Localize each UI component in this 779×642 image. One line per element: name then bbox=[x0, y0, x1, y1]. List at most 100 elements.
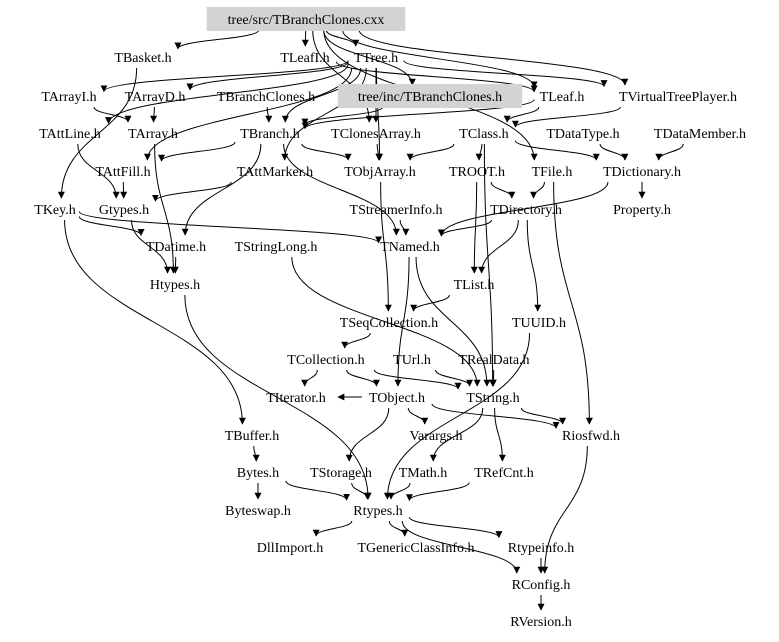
node-tbranchclones[interactable]: TBranchClones.h bbox=[217, 90, 315, 105]
node-tcollection[interactable]: TCollection.h bbox=[287, 353, 364, 368]
edge-tobject-to-tstorage bbox=[345, 407, 390, 462]
node-tobject[interactable]: TObject.h bbox=[369, 391, 425, 406]
highlight-box bbox=[206, 7, 406, 31]
node-bytes[interactable]: Bytes.h bbox=[237, 466, 279, 481]
node-label: TMath.h bbox=[399, 466, 448, 481]
edge-tbranch-to-tobjarray bbox=[301, 143, 352, 161]
node-tattline[interactable]: TAttLine.h bbox=[39, 127, 100, 142]
node-tattmarker[interactable]: TAttMarker.h bbox=[237, 165, 313, 180]
edge-rtypes-to-tgenericclassinfo bbox=[388, 520, 409, 537]
node-gtypes[interactable]: Gtypes.h bbox=[99, 203, 149, 218]
node-tstorage[interactable]: TStorage.h bbox=[310, 466, 372, 481]
node-tarray[interactable]: TArray.h bbox=[128, 127, 178, 142]
node-tdatamember[interactable]: TDataMember.h bbox=[654, 127, 746, 142]
node-tstring[interactable]: TString.h bbox=[466, 391, 519, 406]
edge-tarray-to-htypes bbox=[154, 143, 177, 274]
node-label: TBuffer.h bbox=[225, 429, 280, 444]
edge-tnamed-to-tobject bbox=[394, 256, 410, 387]
node-titerator[interactable]: TIterator.h bbox=[266, 391, 325, 406]
edge-tcollection-to-tstring bbox=[373, 369, 462, 390]
edge-tleaf-to-tbranch bbox=[301, 99, 535, 130]
edge-tbuffer-to-bytes bbox=[252, 445, 260, 462]
edge-turl-to-tstring bbox=[434, 369, 474, 387]
node-label: TVirtualTreePlayer.h bbox=[619, 90, 737, 105]
edge-tattline-to-gtypes bbox=[77, 143, 120, 199]
edge-tdirectory-to-tuuid bbox=[526, 219, 542, 312]
node-tarrayd[interactable]: TArrayD.h bbox=[125, 90, 186, 105]
node-label: Gtypes.h bbox=[99, 203, 149, 218]
node-trefcnt[interactable]: TRefCnt.h bbox=[474, 466, 534, 481]
edge-tkey-to-tnamed bbox=[78, 211, 382, 244]
node-tdatime[interactable]: TDatime.h bbox=[146, 240, 206, 255]
edge-src-tbranchclones-cxx-to-inc-tbranchclones-h bbox=[323, 29, 416, 86]
edge-tbranch-to-tnamed bbox=[283, 143, 400, 236]
node-trealdata[interactable]: TRealData.h bbox=[458, 353, 529, 368]
node-tobjarray[interactable]: TObjArray.h bbox=[344, 165, 416, 180]
edges-layer bbox=[57, 29, 684, 611]
node-label: TClonesArray.h bbox=[331, 127, 421, 142]
node-turl[interactable]: TUrl.h bbox=[393, 353, 431, 368]
node-htypes[interactable]: Htypes.h bbox=[150, 278, 200, 293]
node-label: TDataMember.h bbox=[654, 127, 746, 142]
edge-tclass-to-tobjarray bbox=[406, 143, 455, 161]
node-tstreamerinfo[interactable]: TStreamerInfo.h bbox=[350, 203, 443, 218]
edge-tmath-to-rtypes bbox=[387, 482, 411, 500]
node-tdictionary[interactable]: TDictionary.h bbox=[603, 165, 681, 180]
node-tnamed[interactable]: TNamed.h bbox=[380, 240, 439, 255]
node-troot[interactable]: TROOT.h bbox=[449, 165, 505, 180]
node-label: TIterator.h bbox=[266, 391, 325, 406]
node-tleaf[interactable]: TLeaf.h bbox=[540, 90, 585, 105]
node-label: TLeafI.h bbox=[280, 51, 329, 66]
edge-tleaf-to-tclass bbox=[503, 106, 540, 123]
node-tgenericclassinfo[interactable]: TGenericClassInfo.h bbox=[357, 541, 474, 556]
node-tleafi[interactable]: TLeafI.h bbox=[280, 51, 329, 66]
node-tseqcollection[interactable]: TSeqCollection.h bbox=[340, 316, 438, 331]
node-label: Rtypes.h bbox=[353, 504, 402, 519]
node-byteswap[interactable]: Byteswap.h bbox=[225, 504, 291, 519]
node-label: TSeqCollection.h bbox=[340, 316, 438, 331]
edge-src-tbranchclones-cxx-to-tvirtualtreeplayer bbox=[358, 29, 629, 86]
node-src-tbranchclones-cxx[interactable]: tree/src/TBranchClones.cxx bbox=[206, 7, 406, 31]
node-varargs[interactable]: Varargs.h bbox=[409, 429, 462, 444]
node-rversion[interactable]: RVersion.h bbox=[510, 615, 572, 630]
node-rtypeinfo[interactable]: Rtypeinfo.h bbox=[508, 541, 575, 556]
node-dllimport[interactable]: DllImport.h bbox=[257, 541, 324, 556]
edge-htypes-to-rtypes bbox=[184, 294, 372, 500]
edge-tkey-to-tdatime bbox=[78, 216, 145, 237]
node-label: Byteswap.h bbox=[225, 504, 291, 519]
node-tbuffer[interactable]: TBuffer.h bbox=[225, 429, 280, 444]
node-tkey[interactable]: TKey.h bbox=[34, 203, 75, 218]
node-inc-tbranchclones-h[interactable]: tree/inc/TBranchClones.h bbox=[337, 84, 523, 108]
node-tarrayi[interactable]: TArrayI.h bbox=[41, 90, 96, 105]
node-tbasket[interactable]: TBasket.h bbox=[114, 51, 171, 66]
node-tstringlong[interactable]: TStringLong.h bbox=[235, 240, 318, 255]
node-tclass[interactable]: TClass.h bbox=[459, 127, 508, 142]
node-label: TRefCnt.h bbox=[474, 466, 534, 481]
node-tvirtualtreeplayer[interactable]: TVirtualTreePlayer.h bbox=[619, 90, 737, 105]
node-tuuid[interactable]: TUUID.h bbox=[512, 316, 566, 331]
edge-tclass-to-tdictionary bbox=[514, 140, 600, 161]
edge-ttree-to-tvirtualtreeplayer bbox=[403, 60, 608, 88]
node-label: TArray.h bbox=[128, 127, 178, 142]
node-tmath[interactable]: TMath.h bbox=[399, 466, 448, 481]
edge-tbranchclones-to-tbranch bbox=[265, 106, 273, 123]
node-tattfill[interactable]: TAttFill.h bbox=[95, 165, 150, 180]
node-label: TList.h bbox=[454, 278, 495, 293]
node-label: TUUID.h bbox=[512, 316, 566, 331]
edge-tobject-to-varargs bbox=[407, 407, 429, 425]
node-label: TArrayI.h bbox=[41, 90, 96, 105]
node-tdirectory[interactable]: TDirectory.h bbox=[490, 203, 562, 218]
node-rconfig[interactable]: RConfig.h bbox=[512, 578, 571, 593]
node-ttree[interactable]: TTree.h bbox=[354, 51, 398, 66]
node-tfile[interactable]: TFile.h bbox=[532, 165, 573, 180]
node-rtypes[interactable]: Rtypes.h bbox=[353, 504, 402, 519]
node-tclonesarray[interactable]: TClonesArray.h bbox=[331, 127, 421, 142]
node-label: TClass.h bbox=[459, 127, 508, 142]
node-tlist[interactable]: TList.h bbox=[454, 278, 495, 293]
node-label: TLeaf.h bbox=[540, 90, 585, 105]
edge-tbranch-to-tdatime bbox=[181, 143, 262, 236]
node-riosfwd[interactable]: Riosfwd.h bbox=[562, 429, 620, 444]
node-property[interactable]: Property.h bbox=[613, 203, 671, 218]
node-tdatatype[interactable]: TDataType.h bbox=[546, 127, 619, 142]
node-tbranch[interactable]: TBranch.h bbox=[240, 127, 299, 142]
